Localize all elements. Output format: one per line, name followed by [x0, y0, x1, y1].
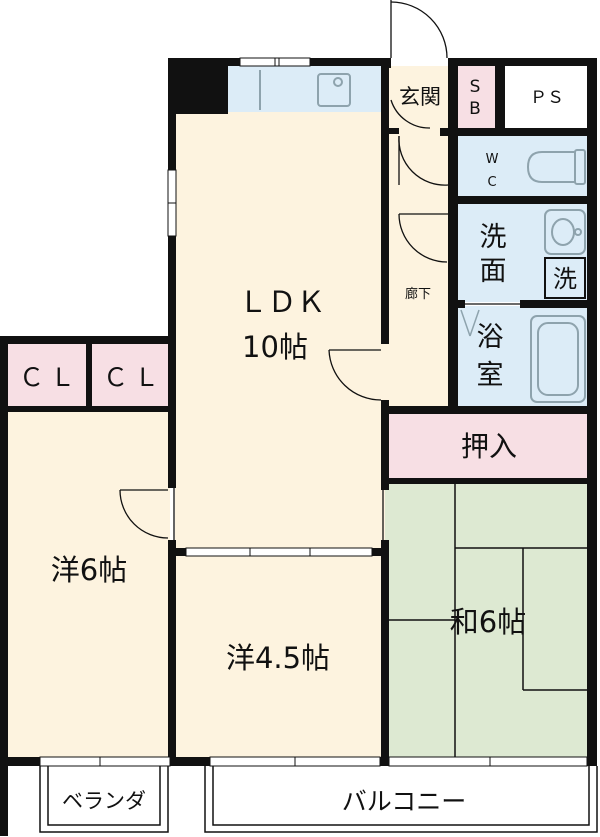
- bath-label-top: 浴: [477, 322, 504, 353]
- closet-2-label: ＣＬ: [103, 363, 165, 392]
- kitchen-counter: [228, 66, 381, 112]
- ldk-name-label: ＬＤＫ: [238, 285, 325, 319]
- washer-label: 洗: [553, 265, 577, 293]
- balcony-label: バルコニー: [342, 787, 467, 816]
- japanese-room-floor: [385, 480, 590, 757]
- closet-1-label: ＣＬ: [19, 363, 81, 392]
- hallway-floor: [385, 130, 455, 408]
- washbasin-icon: [544, 209, 586, 255]
- shoebox-floor: [455, 66, 495, 130]
- doors: [119, 0, 449, 539]
- pipe-space-label: ＰＳ: [530, 88, 564, 108]
- tatami-lines: [385, 480, 590, 757]
- oshiire-floor: [385, 412, 590, 480]
- kitchen-fixtures: [259, 70, 351, 110]
- window-ticks: [99, 58, 491, 766]
- sliding-doors: [173, 214, 520, 540]
- shoebox-label-bottom: B: [469, 99, 481, 119]
- toilet-label-top: W: [486, 152, 499, 167]
- western2-label: 洋4.5帖: [226, 641, 330, 675]
- hallway-label: 廊下: [405, 286, 431, 302]
- washroom-label-top: 洗: [480, 222, 507, 253]
- shoebox-label-top: S: [470, 77, 481, 97]
- ldk-size-label: 10帖: [242, 330, 308, 364]
- balcony: [204, 766, 598, 833]
- entrance-floor: [385, 66, 455, 130]
- japanese-label: 和6帖: [450, 605, 526, 639]
- washer-box: [544, 257, 586, 299]
- veranda-label: ベランダ: [62, 789, 146, 813]
- closet-1-floor: [8, 344, 86, 408]
- closet-2-floor: [92, 344, 170, 408]
- bathtub-icon: [530, 315, 586, 403]
- toilet-floor: [455, 136, 590, 198]
- ldk-floor: [175, 112, 385, 552]
- entrance-label: 玄関: [399, 85, 441, 109]
- bath-label-bottom: 室: [477, 360, 504, 391]
- washroom-label-bottom: 面: [480, 256, 507, 287]
- western-room-2-floor: [175, 552, 385, 757]
- western-room-1-floor: [8, 412, 170, 757]
- western1-label: 洋6帖: [51, 553, 127, 587]
- oshiire-label: 押入: [461, 430, 517, 463]
- toilet-icon: [526, 149, 586, 185]
- veranda: [39, 766, 169, 833]
- toilet-label-bottom: C: [487, 175, 496, 190]
- bath-door-icon: [460, 309, 480, 337]
